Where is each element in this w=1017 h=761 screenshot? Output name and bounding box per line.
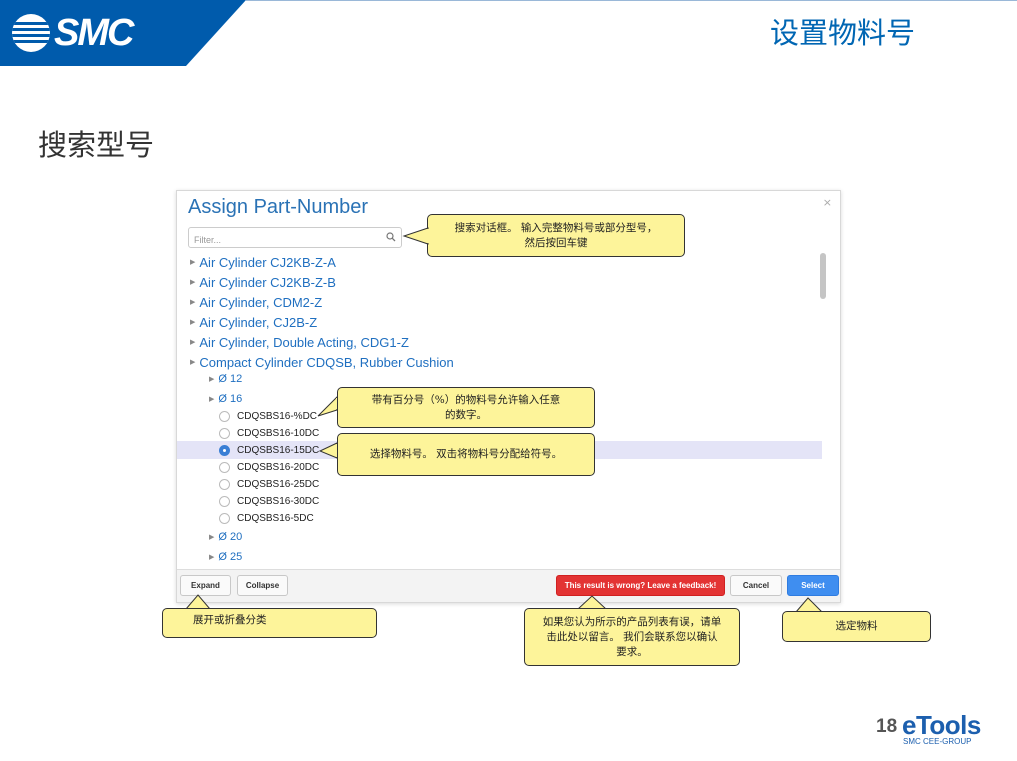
- part-row[interactable]: CDQSBS16-25DC: [177, 475, 822, 493]
- tree-group[interactable]: ▶Ø 12: [209, 373, 243, 385]
- tree-item[interactable]: ▶Air Cylinder CJ2KB-Z-A: [190, 254, 336, 270]
- expand-triangle-icon[interactable]: ▶: [190, 259, 196, 266]
- tree-group[interactable]: ▶Ø 16: [209, 393, 243, 405]
- expand-triangle-icon[interactable]: ▶: [190, 299, 196, 306]
- scrollbar[interactable]: [818, 249, 828, 569]
- expand-triangle-icon[interactable]: ▶: [209, 376, 215, 383]
- section-title: 搜索型号: [38, 128, 155, 162]
- tree-item[interactable]: ▶Air Cylinder, Double Acting, CDG1-Z: [190, 334, 409, 350]
- part-row[interactable]: CDQSBS16-5DC: [177, 509, 822, 527]
- cancel-button[interactable]: Cancel: [730, 575, 782, 596]
- expand-triangle-icon[interactable]: ▶: [190, 279, 196, 286]
- search-icon[interactable]: [386, 232, 396, 242]
- callout-percent: 带有百分号（%）的物料号允许输入任意 的数字。: [337, 387, 595, 428]
- dialog-title: Assign Part-Number: [188, 196, 369, 218]
- scrollbar-thumb[interactable]: [820, 253, 826, 299]
- part-row[interactable]: CDQSBS16-20DC: [177, 458, 822, 476]
- tree-item[interactable]: ▶Compact Cylinder CDQSB, Rubber Cushion: [190, 354, 454, 370]
- filter-input[interactable]: [189, 230, 369, 250]
- radio-button[interactable]: [219, 478, 230, 490]
- radio-button[interactable]: [219, 512, 230, 524]
- expand-triangle-icon[interactable]: ▶: [209, 396, 215, 403]
- smc-logo-icon: [12, 14, 50, 52]
- callout-search: 搜索对话框。 输入完整物料号或部分型号， 然后按回车键: [427, 214, 685, 257]
- etools-logo: eTools: [902, 710, 981, 740]
- filter-field[interactable]: [188, 227, 402, 250]
- tree-item[interactable]: ▶Air Cylinder, CDM2-Z: [190, 294, 323, 310]
- expand-triangle-icon[interactable]: ▶: [209, 554, 215, 561]
- tree-item[interactable]: ▶Air Cylinder CJ2KB-Z-B: [190, 274, 336, 290]
- header-band: SMC: [0, 0, 1017, 70]
- header-band-shape: [0, 0, 1017, 66]
- close-icon[interactable]: ×: [822, 196, 832, 209]
- slide-title: 设置物料号: [769, 16, 915, 50]
- smc-logo: SMC: [12, 10, 134, 56]
- radio-button-checked[interactable]: [219, 444, 230, 456]
- expand-triangle-icon[interactable]: ▶: [209, 534, 215, 541]
- select-button[interactable]: Select: [787, 575, 839, 596]
- callout-expand: 展开或折叠分类: [162, 608, 377, 638]
- callout-feedback: 如果您认为所示的产品列表有误，请单 击此处以留言。 我们会联系您以确认 要求。: [524, 608, 740, 666]
- radio-button[interactable]: [219, 495, 230, 507]
- feedback-button[interactable]: This result is wrong? Leave a feedback!: [556, 575, 725, 596]
- tree-group[interactable]: ▶Ø 20: [209, 531, 243, 543]
- dialog-footer: Expand Collapse This result is wrong? Le…: [177, 569, 840, 602]
- expand-triangle-icon[interactable]: ▶: [190, 339, 196, 346]
- radio-button[interactable]: [219, 410, 230, 422]
- expand-button[interactable]: Expand: [180, 575, 231, 596]
- callout-select-part: 选择物料号。 双击将物料号分配给符号。: [337, 433, 595, 476]
- collapse-button[interactable]: Collapse: [237, 575, 288, 596]
- radio-button[interactable]: [219, 427, 230, 439]
- part-row[interactable]: CDQSBS16-10DC: [177, 424, 822, 442]
- tree-group[interactable]: ▶Ø 25: [209, 551, 243, 563]
- part-row[interactable]: CDQSBS16-30DC: [177, 492, 822, 510]
- callout-select-material: 选定物料: [782, 611, 931, 642]
- page-number: 18: [876, 716, 898, 737]
- expand-triangle-icon[interactable]: ▶: [190, 359, 196, 366]
- tree-item[interactable]: ▶Air Cylinder, CJ2B-Z: [190, 314, 318, 330]
- brand-name: SMC: [54, 11, 134, 54]
- part-row[interactable]: CDQSBS16-%DC: [177, 407, 822, 425]
- expand-triangle-icon[interactable]: ▶: [190, 319, 196, 326]
- radio-button[interactable]: [219, 461, 230, 473]
- etools-subtitle: SMC CEE-GROUP: [903, 737, 972, 746]
